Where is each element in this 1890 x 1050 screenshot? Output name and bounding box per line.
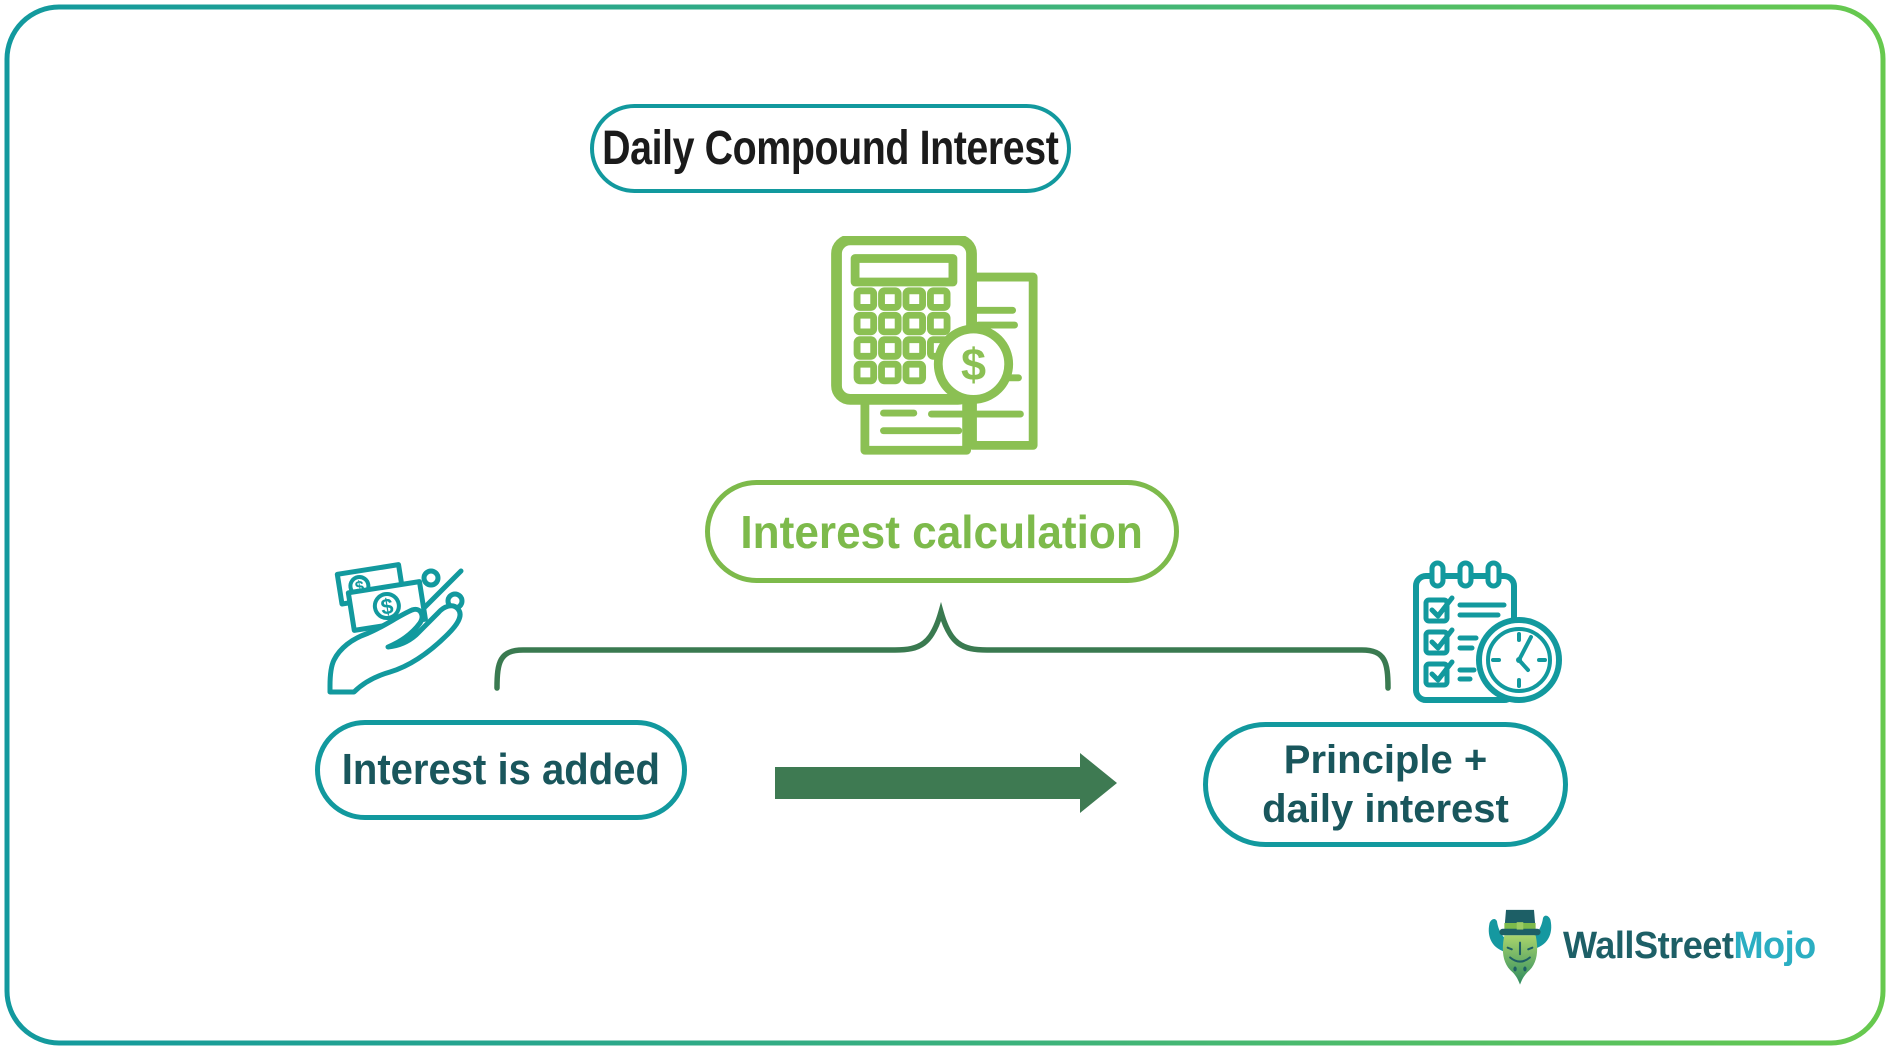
principle-daily-interest-pill: Principle + daily interest	[1203, 722, 1568, 847]
curly-brace-connector	[494, 601, 1391, 691]
wallstreetmojo-logo: WallStreetMojo	[1483, 903, 1829, 989]
page-title: Daily Compound Interest	[602, 122, 1059, 175]
interest-added-label: Interest is added	[341, 745, 661, 794]
wallstreetmojo-bull-icon	[1488, 909, 1552, 985]
calculator-invoice-dollar-icon: $	[831, 236, 1038, 455]
svg-text:$: $	[961, 339, 986, 390]
hand-money-percent-icon: $ $	[327, 562, 465, 695]
flow-arrow-icon	[775, 753, 1117, 813]
interest-calculation-label: Interest calculation	[740, 505, 1144, 558]
principle-daily-interest-line1: Principle +	[1283, 737, 1488, 782]
interest-calculation-pill: Interest calculation	[705, 480, 1179, 583]
svg-text:$: $	[379, 593, 395, 620]
logo-text-wallstreet: WallStreet	[1563, 924, 1734, 967]
svg-text:$: $	[354, 578, 366, 596]
logo-text-mojo: Mojo	[1733, 924, 1816, 967]
principle-daily-interest-line2: daily interest	[1262, 786, 1509, 831]
checklist-clock-icon	[1413, 560, 1562, 703]
interest-added-pill: Interest is added	[315, 720, 687, 820]
logo-text: WallStreetMojo	[1563, 925, 1816, 968]
title-pill: Daily Compound Interest	[590, 104, 1071, 193]
